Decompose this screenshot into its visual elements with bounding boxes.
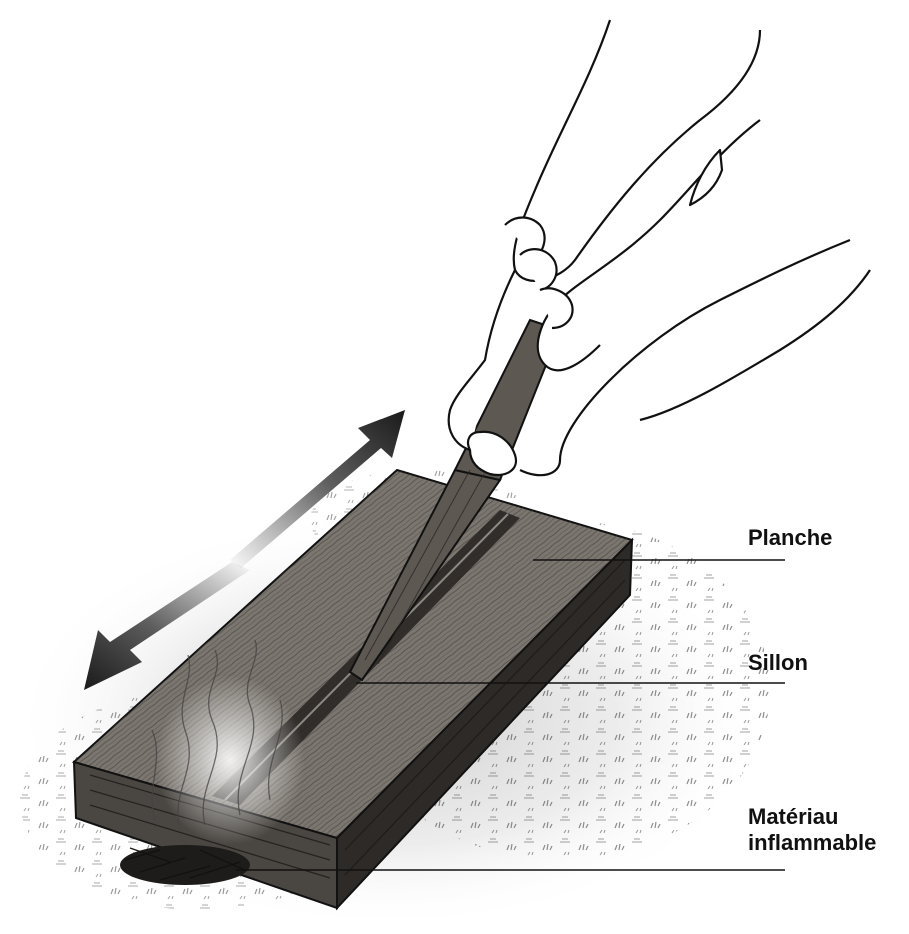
groove-label: Sillon [748,650,808,676]
board-label: Planche [748,525,832,551]
tinder-pile [120,845,250,885]
tinder-label: Matériau inflammable [748,804,876,856]
tinder-label-line1: Matériau [748,804,876,830]
tinder-label-line2: inflammable [748,830,876,856]
